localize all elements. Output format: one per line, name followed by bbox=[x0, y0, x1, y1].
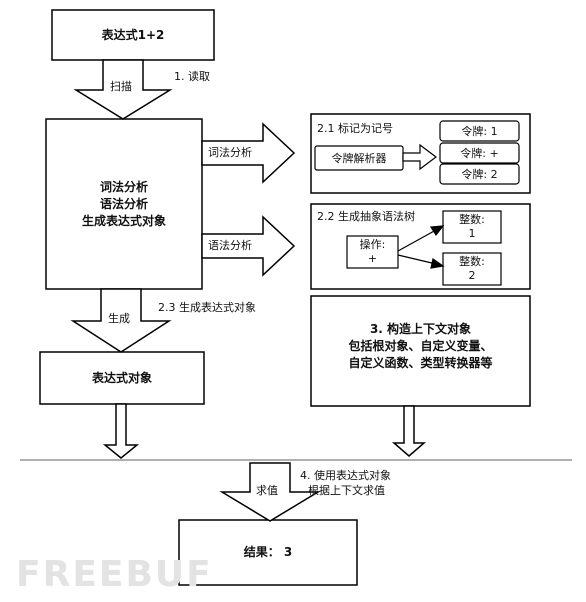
ast-edge-2 bbox=[397, 254, 437, 265]
integer-2-line-1: 整数: bbox=[459, 255, 485, 268]
operation-line-2: + bbox=[367, 252, 378, 265]
operation-label: 操作: + bbox=[347, 236, 398, 268]
central-line-2: 语法分析 bbox=[99, 196, 148, 211]
evaluate-label: 求值 bbox=[256, 484, 278, 497]
token-box-1 bbox=[439, 120, 520, 142]
step-evaluate-label: 4. 使用表达式对象 根据上下文求值 bbox=[300, 468, 391, 498]
expression-object-label: 表达式对象 bbox=[91, 370, 152, 385]
context-down-arrow bbox=[391, 405, 427, 457]
lexical-arrow bbox=[201, 122, 296, 184]
context-box bbox=[310, 295, 531, 407]
integer-1-line-2: 1 bbox=[468, 227, 476, 240]
step-gen-expr-label: 2.3 生成表达式对象 bbox=[158, 301, 256, 314]
generate-arrow bbox=[70, 288, 172, 353]
syntax-label: 语法分析 bbox=[208, 239, 252, 252]
integer-2-label: 整数: 2 bbox=[443, 253, 501, 285]
freebuf-watermark: FREEBUF bbox=[16, 554, 213, 595]
scan-label: 扫描 bbox=[110, 80, 132, 93]
token-2-label: 令牌: + bbox=[460, 146, 499, 160]
expression-label: 表达式1+2 bbox=[101, 27, 165, 42]
expression-box bbox=[51, 9, 215, 61]
generate-label: 生成 bbox=[108, 312, 130, 325]
ast-edge-1 bbox=[397, 229, 437, 252]
central-line-3: 生成表达式对象 bbox=[81, 213, 166, 228]
context-line-3: 自定义函数、类型转换器等 bbox=[348, 355, 493, 370]
integer-1-line-1: 整数: bbox=[459, 213, 485, 226]
expr-down-arrow bbox=[102, 403, 140, 459]
result-label: 结果： 3 bbox=[243, 545, 293, 559]
token-3-label: 令牌: 2 bbox=[461, 167, 498, 181]
scan-arrow bbox=[73, 59, 173, 120]
ast-edge-2-head bbox=[430, 257, 445, 269]
step-ast-title: 2.2 生成抽象语法树 bbox=[317, 210, 415, 223]
syntax-arrow bbox=[201, 215, 296, 277]
integer-2-line-2: 2 bbox=[468, 269, 476, 282]
lexical-label: 词法分析 bbox=[208, 146, 252, 159]
step-read-label: 1. 读取 bbox=[174, 70, 210, 83]
token-parser-label: 令牌解析器 bbox=[331, 151, 387, 165]
central-box-text: 词法分析 语法分析 生成表达式对象 bbox=[46, 119, 202, 289]
integer-1-label: 整数: 1 bbox=[443, 211, 501, 243]
central-box bbox=[45, 118, 203, 290]
context-text: 3. 构造上下文对象 包括根对象、自定义变量、 自定义函数、类型转换器等 bbox=[311, 316, 530, 376]
token-1-label: 令牌: 1 bbox=[461, 124, 498, 138]
evaluate-arrow bbox=[219, 462, 321, 522]
context-line-2: 包括根对象、自定义变量、 bbox=[348, 338, 493, 353]
context-line-1: 3. 构造上下文对象 bbox=[369, 321, 472, 336]
parser-to-tokens-arrow bbox=[402, 143, 437, 171]
result-box bbox=[178, 519, 358, 586]
operation-line-1: 操作: bbox=[359, 238, 386, 251]
token-box-3 bbox=[439, 163, 520, 185]
integer-box-2 bbox=[442, 252, 502, 286]
step-evaluate-line-2: 根据上下文求值 bbox=[308, 484, 385, 497]
step-evaluate-line-1: 4. 使用表达式对象 bbox=[300, 469, 391, 482]
integer-box-1 bbox=[442, 210, 502, 244]
central-line-1: 词法分析 bbox=[99, 179, 148, 194]
step-tokens-title: 2.1 标记为记号 bbox=[317, 122, 393, 135]
operation-box bbox=[346, 235, 399, 269]
ast-edge-1-head bbox=[429, 225, 445, 237]
token-box-2 bbox=[439, 142, 520, 164]
